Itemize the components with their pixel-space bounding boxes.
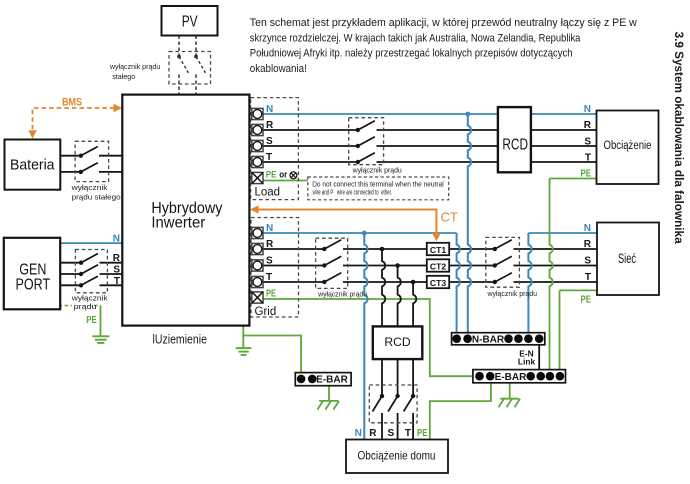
svg-text:wire and P wire are connecte: wire and P wire are connected to ether. [312, 188, 392, 197]
svg-text:PE: PE [581, 168, 592, 179]
svg-text:N: N [584, 104, 591, 115]
svg-text:PORT: PORT [16, 276, 51, 293]
svg-text:N: N [584, 223, 591, 234]
svg-text:CT3: CT3 [430, 278, 446, 288]
svg-text:Obciążenie domu: Obciążenie domu [358, 449, 436, 463]
svg-text:S: S [584, 256, 591, 267]
svg-text:N: N [266, 223, 273, 234]
svg-text:Bateria: Bateria [10, 156, 55, 173]
svg-text:T: T [405, 428, 411, 439]
svg-text:T: T [266, 272, 272, 283]
svg-text:E-N: E-N [519, 348, 533, 358]
svg-text:PE: PE [86, 315, 97, 326]
svg-text:T: T [585, 152, 591, 163]
svg-text:prądu stałego: prądu stałego [72, 193, 121, 202]
svg-text:Inwerter: Inwerter [151, 215, 205, 232]
svg-text:R: R [266, 239, 274, 250]
svg-text:stałego: stałego [112, 72, 135, 81]
svg-text:wyłącznik prądu: wyłącznik prądu [487, 289, 537, 298]
svg-text:skrzynce rozdzielczej. W kraja: skrzynce rozdzielczej. W krajach takich … [250, 32, 581, 44]
svg-text:CT: CT [441, 210, 458, 225]
svg-text:Do not connect this terminal w: Do not connect this terminal when the ne… [312, 179, 444, 188]
svg-text:S: S [266, 136, 273, 147]
svg-text:S: S [584, 136, 591, 147]
svg-text:3.9 System okablowania dla fal: 3.9 System okablowania dla falownika [672, 32, 684, 245]
svg-text:Grid: Grid [255, 306, 277, 318]
svg-text:Południowej Afryki itp. należy: Południowej Afryki itp. należy przestrze… [250, 48, 573, 60]
svg-text:T: T [266, 152, 272, 163]
svg-text:PE: PE [266, 289, 276, 300]
svg-text:PE: PE [581, 294, 592, 305]
svg-text:wyłącznik: wyłącznik [71, 294, 108, 303]
svg-text:N: N [266, 104, 273, 115]
svg-text:okablowania!: okablowania! [250, 63, 307, 75]
svg-text:R: R [584, 239, 592, 250]
svg-text:GEN: GEN [19, 262, 46, 279]
svg-text:Link: Link [518, 357, 536, 367]
svg-text:Sieć: Sieć [618, 250, 636, 266]
svg-text:R: R [369, 428, 377, 439]
svg-text:PE: PE [266, 170, 277, 181]
svg-text:CT1: CT1 [430, 245, 446, 255]
svg-text:prądu: prądu [74, 302, 97, 311]
svg-text:lUziemienie: lUziemienie [153, 333, 208, 347]
svg-text:Obciążenie: Obciążenie [604, 140, 652, 152]
svg-text:wyłącznik prądu: wyłącznik prądu [352, 166, 402, 175]
svg-text:N: N [113, 233, 120, 244]
svg-text:E-BAR: E-BAR [316, 375, 348, 386]
svg-text:PE: PE [417, 428, 428, 439]
svg-text:R: R [113, 253, 121, 264]
svg-text:T: T [585, 272, 591, 283]
svg-text:R: R [266, 120, 274, 131]
svg-text:RCD: RCD [502, 136, 528, 153]
svg-text:BMS: BMS [62, 97, 82, 109]
svg-text:S: S [388, 428, 395, 439]
svg-text:wyłącznik prądu: wyłącznik prądu [317, 289, 367, 298]
svg-text:Load: Load [255, 187, 281, 199]
svg-text:RCD: RCD [384, 335, 411, 349]
svg-text:S: S [266, 256, 273, 267]
svg-text:S: S [113, 265, 120, 276]
svg-text:R: R [584, 120, 592, 131]
svg-text:or: or [279, 170, 287, 180]
svg-text:N: N [355, 428, 362, 439]
svg-text:wyłącznik prądu: wyłącznik prądu [109, 62, 160, 71]
svg-text:T: T [114, 276, 120, 287]
svg-text:Ten schemat jest przykładem ap: Ten schemat jest przykładem aplikacji, w… [250, 17, 637, 29]
svg-text:wyłącznik: wyłącznik [70, 183, 107, 192]
svg-text:N-BAR: N-BAR [472, 334, 505, 345]
svg-text:E-BAR: E-BAR [495, 372, 527, 383]
svg-text:Hybrydowy: Hybrydowy [151, 200, 222, 217]
svg-text:CT2: CT2 [430, 261, 446, 271]
svg-text:PV: PV [182, 14, 199, 31]
